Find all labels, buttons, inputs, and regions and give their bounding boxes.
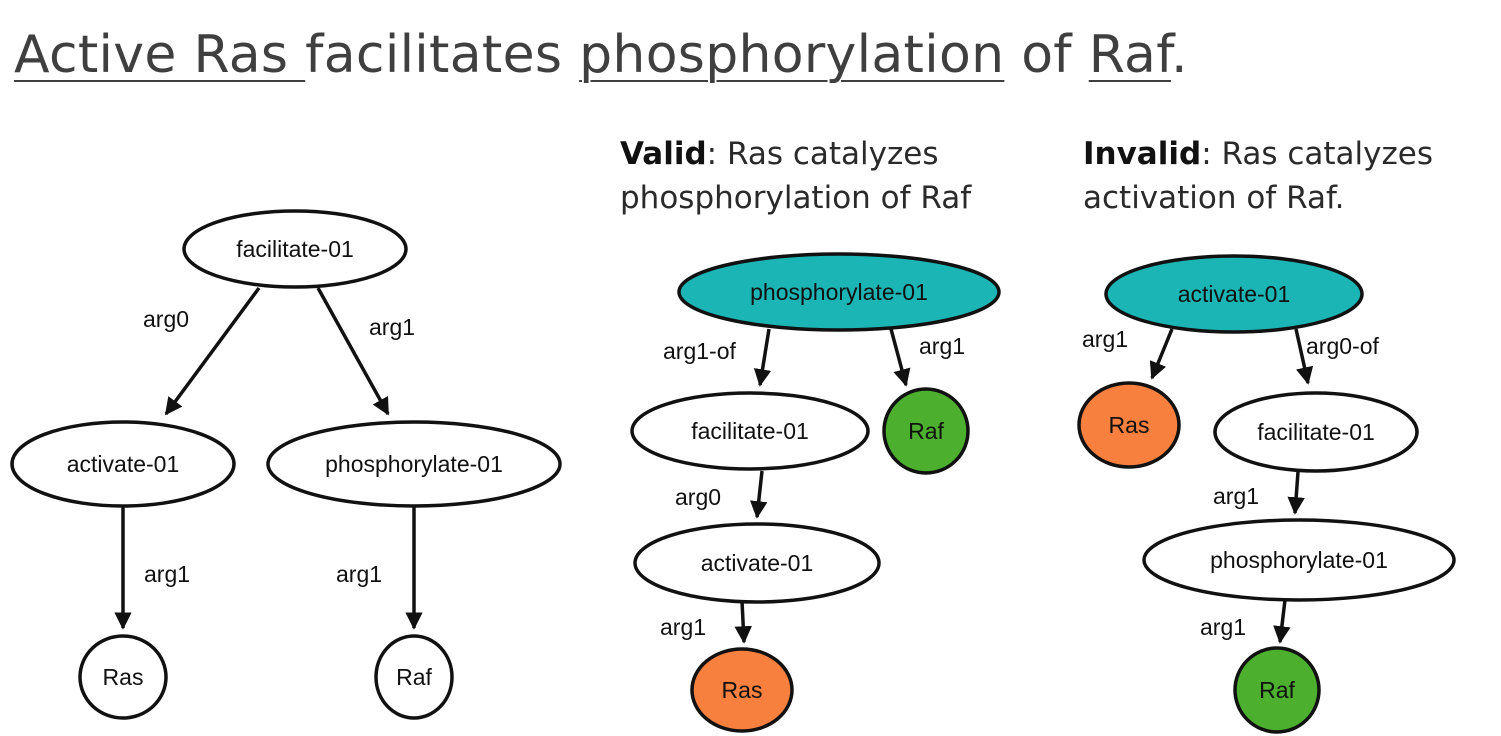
left-node-raf (374, 634, 454, 720)
invalid-caption: Invalid: Ras catalyzes activation of Raf… (1083, 132, 1433, 220)
valid-node-facilitate (630, 391, 870, 471)
title-of: of (1004, 25, 1089, 85)
valid-edge-label-arg1-ras: arg1 (660, 614, 706, 640)
title-period: . (1171, 25, 1188, 85)
valid-edge-label-arg0: arg0 (675, 484, 721, 510)
valid-node-phosphorylate (677, 252, 1001, 332)
valid-caption: Valid: Ras catalyzes phosphorylation of … (620, 132, 971, 220)
left-node-ras-label: Ras (103, 664, 144, 690)
left-node-phosphorylate (266, 420, 562, 508)
valid-caption-line2: phosphorylation of Raf (620, 180, 972, 216)
invalid-node-phosphorylate (1142, 518, 1456, 602)
valid-node-raf (882, 387, 970, 475)
invalid-edge-label-arg1-phos: arg1 (1213, 483, 1259, 509)
title-phosphorylation: phosphorylation (579, 25, 1005, 85)
left-node-activate-label: activate-01 (67, 451, 180, 477)
invalid-node-activate-label: activate-01 (1178, 281, 1291, 307)
invalid-node-phosphorylate-label: phosphorylate-01 (1210, 547, 1388, 573)
slide-title: Active Ras facilitates phosphorylation o… (14, 10, 1494, 100)
invalid-node-raf-label: Raf (1259, 677, 1295, 703)
invalid-edge-label-arg0-of: arg0-of (1306, 333, 1379, 359)
invalid-edge-activate-ras (1149, 328, 1174, 380)
valid-edge-label-arg1-of: arg1-of (663, 338, 736, 364)
title-facilitates: facilitates (305, 25, 580, 85)
left-edge-facilitate-phosphorylate (316, 287, 390, 416)
valid-node-raf-label: Raf (908, 418, 944, 444)
left-edge-label-arg0: arg0 (143, 306, 189, 332)
valid-node-facilitate-label: facilitate-01 (691, 418, 809, 444)
left-node-raf-label: Raf (396, 664, 432, 690)
left-edge-label-arg1-raf: arg1 (336, 561, 382, 587)
left-node-phosphorylate-label: phosphorylate-01 (325, 451, 503, 477)
valid-node-activate-label: activate-01 (701, 550, 814, 576)
invalid-node-raf (1233, 646, 1321, 734)
valid-node-ras-label: Ras (722, 677, 763, 703)
valid-edge-phosphorylate-facilitate (753, 328, 772, 387)
invalid-edge-label-arg1: arg1 (1082, 326, 1128, 352)
invalid-caption-line1: : Ras catalyzes (1201, 136, 1433, 172)
invalid-node-facilitate-label: facilitate-01 (1257, 419, 1375, 445)
title-raf: Raf (1088, 25, 1172, 85)
left-edge-label-arg1-ras: arg1 (144, 561, 190, 587)
invalid-edge-phosphorylate-raf (1273, 599, 1291, 644)
valid-edge-label-arg1: arg1 (919, 333, 965, 359)
left-graph: arg0 arg1 arg1 arg1 facilitate-01 activa… (10, 209, 562, 720)
left-edge-facilitate-activate (164, 286, 261, 416)
valid-edge-activate-ras (734, 600, 752, 644)
invalid-edge-facilitate-phosphorylate (1287, 471, 1305, 515)
valid-graph: arg1-of arg1 arg0 arg1 phosphorylate-01 … (630, 252, 1001, 733)
invalid-node-activate (1104, 254, 1364, 334)
invalid-node-facilitate (1213, 391, 1419, 473)
left-edge-label-arg1-top: arg1 (369, 314, 415, 340)
left-node-activate (10, 420, 236, 508)
left-node-facilitate (182, 209, 408, 289)
invalid-edge-label-arg1-raf: arg1 (1200, 614, 1246, 640)
valid-node-activate (633, 522, 881, 604)
valid-node-phosphorylate-label: phosphorylate-01 (750, 279, 928, 305)
invalid-graph: arg1 arg0-of arg1 arg1 activate-01 Ras f… (1077, 254, 1456, 734)
invalid-edge-activate-facilitate (1294, 328, 1314, 385)
title-active-ras: Active Ras (14, 25, 306, 85)
invalid-node-ras-label: Ras (1109, 412, 1150, 438)
valid-node-ras (690, 647, 794, 733)
valid-edge-facilitate-activate (750, 470, 768, 519)
invalid-node-ras (1077, 381, 1181, 469)
valid-caption-bold: Valid (620, 136, 707, 172)
valid-edge-phosphorylate-raf (889, 328, 911, 387)
valid-caption-line1: : Ras catalyzes (706, 136, 939, 172)
left-node-facilitate-label: facilitate-01 (236, 236, 354, 262)
invalid-caption-line2: activation of Raf. (1083, 180, 1345, 216)
invalid-caption-bold: Invalid (1083, 136, 1202, 172)
left-node-ras (78, 634, 168, 720)
